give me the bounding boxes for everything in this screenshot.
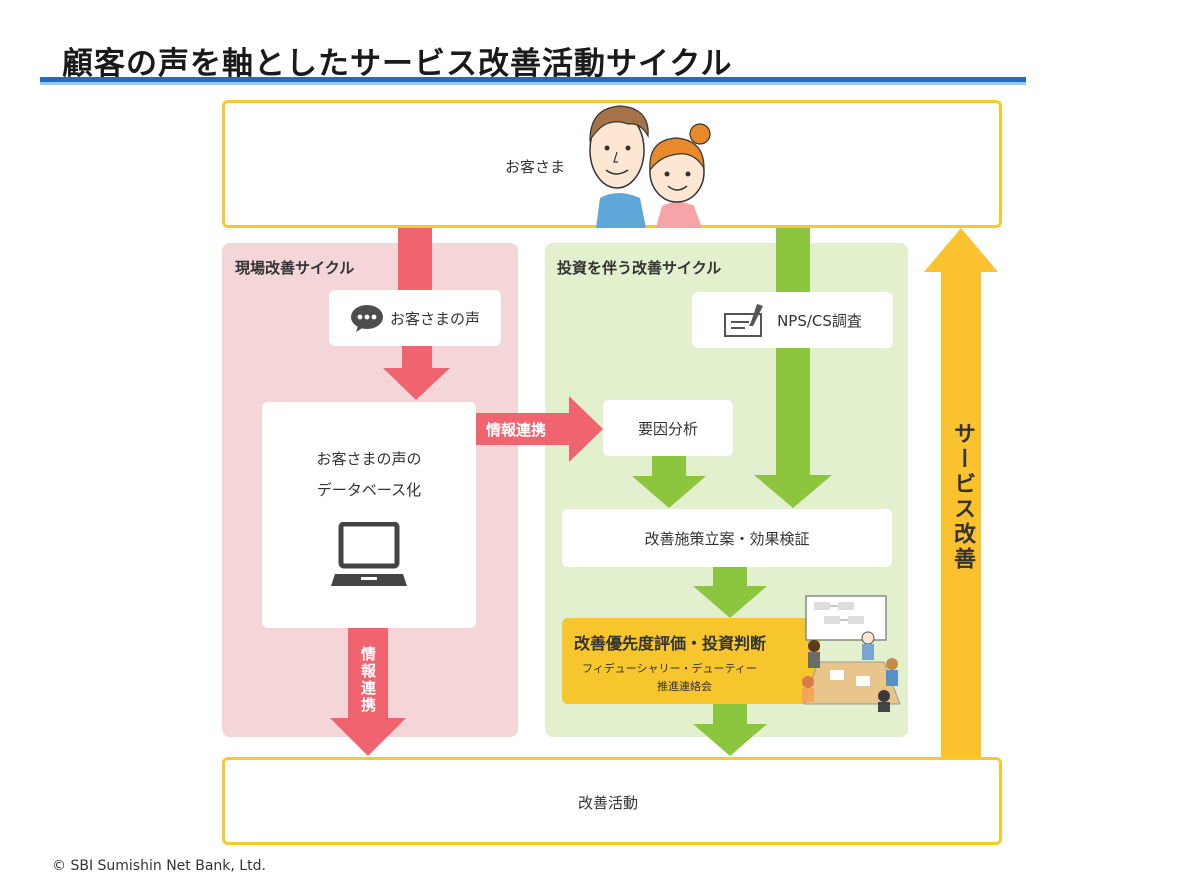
- green-arrow-top: [776, 226, 810, 292]
- laptop-icon: [331, 521, 407, 588]
- page-title: 顧客の声を軸としたサービス改善活動サイクル: [62, 46, 733, 82]
- survey-card: NPS/CS調査: [692, 292, 893, 348]
- pink-arrow-bottom: [330, 718, 406, 756]
- activity-label: 改善活動: [578, 794, 639, 812]
- proposal-card: 改善施策立案・効果検証: [562, 509, 892, 567]
- proposal-card-label: 改善施策立案・効果検証: [644, 529, 810, 548]
- database-card: お客さまの声の データベース化: [262, 402, 476, 628]
- service-improvement-label: サービス改善: [950, 422, 975, 572]
- title-underline: [40, 77, 1026, 82]
- genba-cycle-title: 現場改善サイクル: [235, 259, 355, 277]
- customer-label: お客さま: [505, 158, 566, 176]
- database-card-line1: お客さまの声の: [316, 450, 422, 468]
- info-link-right-label: 情報連携: [486, 421, 547, 439]
- invest-cycle-title: 投資を伴う改善サイクル: [557, 259, 722, 277]
- database-card-line2: データベース化: [316, 481, 422, 499]
- green-arrow-proposal: [693, 586, 767, 618]
- priority-title: 改善優先度評価・投資判断: [574, 634, 767, 653]
- survey-card-label: NPS/CS調査: [777, 311, 862, 330]
- green-arrow-bottom: [693, 724, 767, 756]
- pink-arrow-right: [569, 396, 603, 462]
- title-underline-light: [40, 82, 1026, 85]
- survey-clipboard-icon: [723, 302, 769, 338]
- priority-sub2: 推進連絡会: [657, 680, 712, 693]
- pink-arrow-top: [398, 226, 432, 290]
- chat-bubble-icon: [350, 304, 384, 332]
- voice-card-label: お客さまの声: [389, 309, 480, 328]
- analysis-card-label: 要因分析: [637, 419, 698, 438]
- green-arrow-analysis: [632, 476, 706, 508]
- copyright: © SBI Sumishin Net Bank, Ltd.: [52, 858, 266, 874]
- analysis-card: 要因分析: [603, 400, 733, 456]
- yellow-arrow-up: [924, 228, 998, 272]
- info-link-down-label: 情報連携: [359, 646, 377, 714]
- priority-sub1: フィデューシャリー・デューティー: [582, 662, 757, 675]
- voice-card: お客さまの声: [329, 290, 501, 346]
- green-arrow-long: [754, 475, 832, 508]
- priority-card: [562, 618, 820, 704]
- pink-arrow-mid: [383, 368, 450, 400]
- activity-box: [222, 757, 1002, 845]
